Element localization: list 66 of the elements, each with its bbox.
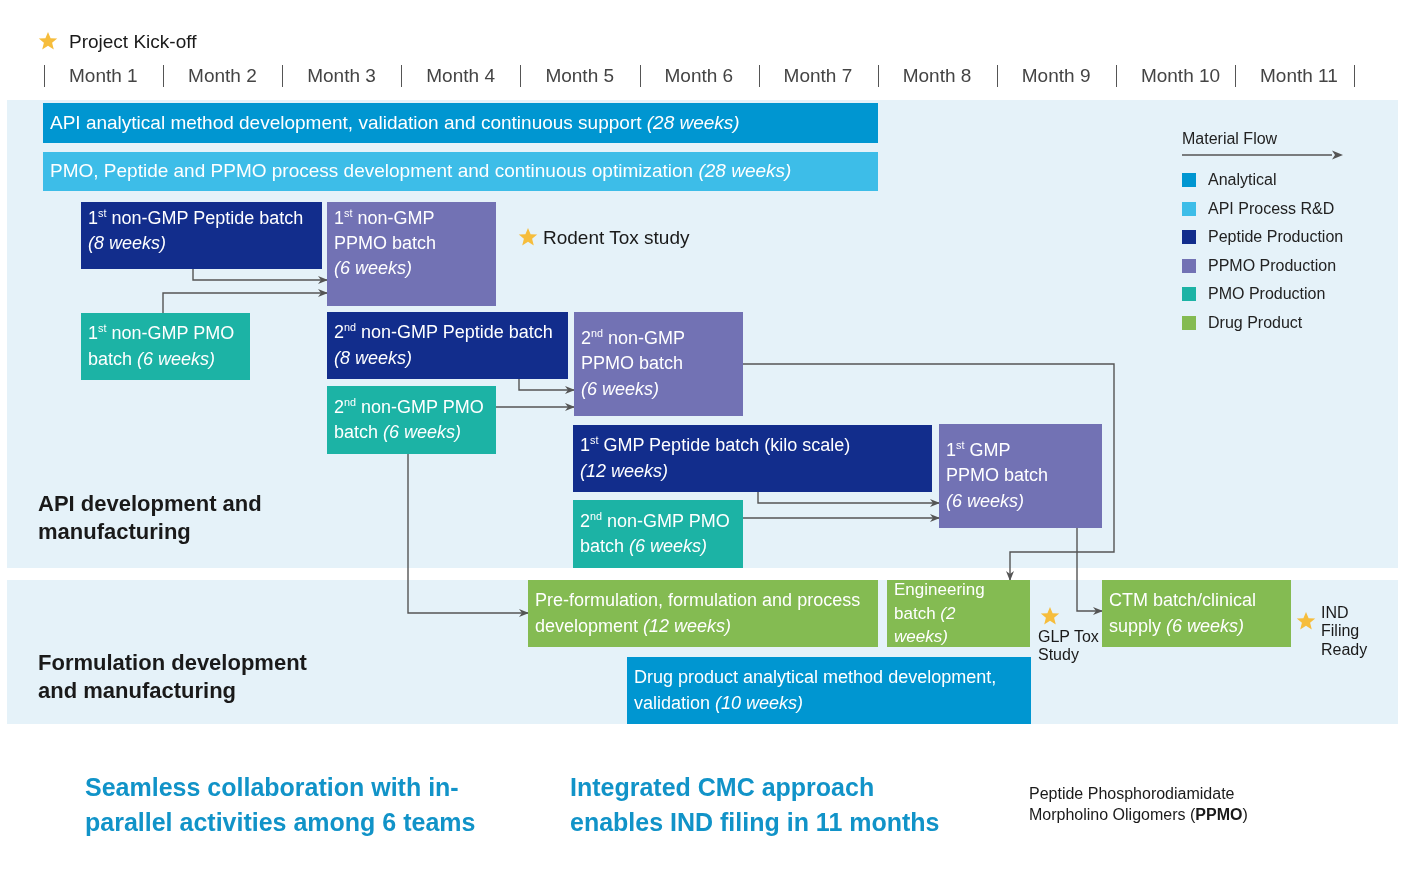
task-bar (327, 312, 568, 379)
task-bar (1102, 580, 1291, 647)
task-bar (43, 103, 878, 143)
arrow (495, 403, 575, 411)
note-text: Project Kick-off (69, 30, 197, 54)
arrow (757, 491, 940, 507)
task-label: CTM batch/clinical supply (6 weeks) (1109, 589, 1258, 638)
arrow (192, 268, 328, 284)
month-label: Month 3 (307, 64, 376, 88)
legend-text: Material Flow (1182, 130, 1278, 148)
heading-text: Integrated CMC approach enables IND filing in 11 months (570, 772, 941, 838)
task-label: Drug product analytical method development, validation (10 weeks) (634, 666, 998, 715)
task-label: 2$^{nd}$ non-GMP PPMO batch (6 weeks) (581, 326, 686, 401)
task-bar (81, 202, 322, 269)
month-label: Month 9 (1021, 64, 1091, 88)
month-label: Month 8 (902, 64, 972, 88)
task-label: API analytical method development, validation and continuous support (28 weeks) (50, 110, 740, 135)
task-bar (43, 152, 878, 191)
legend-text: Peptide Production (1208, 228, 1344, 246)
task-bar (627, 657, 1031, 724)
note-text: Rodent Tox study (543, 226, 690, 250)
arrow (1076, 527, 1103, 615)
heading-text: Seamless collaboration with in-parallel activities among 6 teams (85, 772, 477, 838)
task-label: 1$^{st}$ GMP PPMO batch (6 weeks) (946, 438, 1050, 513)
task-label: 2$^{nd}$ non-GMP PMO batch (6 weeks) (580, 508, 731, 558)
month-label: Month 7 (783, 64, 853, 88)
heading-text: API development and manufacturing (38, 490, 263, 545)
arrow (162, 289, 328, 314)
task-label: PMO, Peptide and PPMO process development and continuous optimization (28 weeks) (50, 159, 792, 184)
task-bar (939, 424, 1102, 528)
legend-text: PPMO Production (1208, 256, 1337, 275)
task-bar (573, 425, 932, 492)
month-label: Month 6 (664, 64, 734, 88)
task-label: 2$^{nd}$ non-GMP Peptide batch (8 weeks) (334, 320, 554, 370)
task-bar (887, 580, 1030, 647)
arrow (742, 514, 940, 522)
legend-text: Analytical (1208, 171, 1277, 189)
task-bar (528, 580, 878, 647)
task-label: 1$^{st}$ non-GMP PPMO batch (6 weeks) (334, 206, 438, 281)
heading-text: Formulation development and manufacturing (38, 649, 308, 704)
task-bar (574, 312, 743, 416)
task-bar (81, 313, 250, 380)
task-label: 2$^{nd}$ non-GMP PMO batch (6 weeks) (334, 394, 485, 444)
month-label: Month 10 (1140, 64, 1221, 88)
task-bar (327, 386, 496, 454)
task-label: Pre-formulation, formulation and process development (12 weeks) (535, 589, 862, 638)
note-text: IND Filing Ready (1321, 604, 1369, 660)
note-text: GLP Tox Study (1038, 628, 1100, 665)
month-label: Month 11 (1260, 64, 1338, 88)
month-label: Month 5 (545, 64, 615, 88)
month-label: Month 1 (69, 64, 138, 88)
legend-text: PMO Production (1208, 285, 1326, 303)
month-label: Month 4 (426, 64, 495, 88)
task-label: Engineering batch (2 weeks) (894, 578, 986, 649)
task-label: 1$^{st}$ non-GMP Peptide batch (8 weeks) (88, 206, 305, 256)
note-text: Peptide Phosphorodiamidate Morpholino Oligomers (PPMO) (1029, 784, 1249, 825)
arrow (407, 453, 529, 617)
task-bar (573, 500, 743, 568)
month-label: Month 2 (188, 64, 257, 88)
task-bar (327, 202, 496, 306)
arrow (742, 363, 1115, 581)
task-label: 1$^{st}$ non-GMP PMO batch (6 weeks) (88, 321, 236, 371)
legend-text: API Process R&D (1208, 199, 1335, 218)
legend-text: Drug Product (1208, 313, 1303, 332)
task-label: 1$^{st}$ GMP Peptide batch (kilo scale) (12 weeks) (580, 433, 852, 483)
arrow (518, 378, 575, 394)
